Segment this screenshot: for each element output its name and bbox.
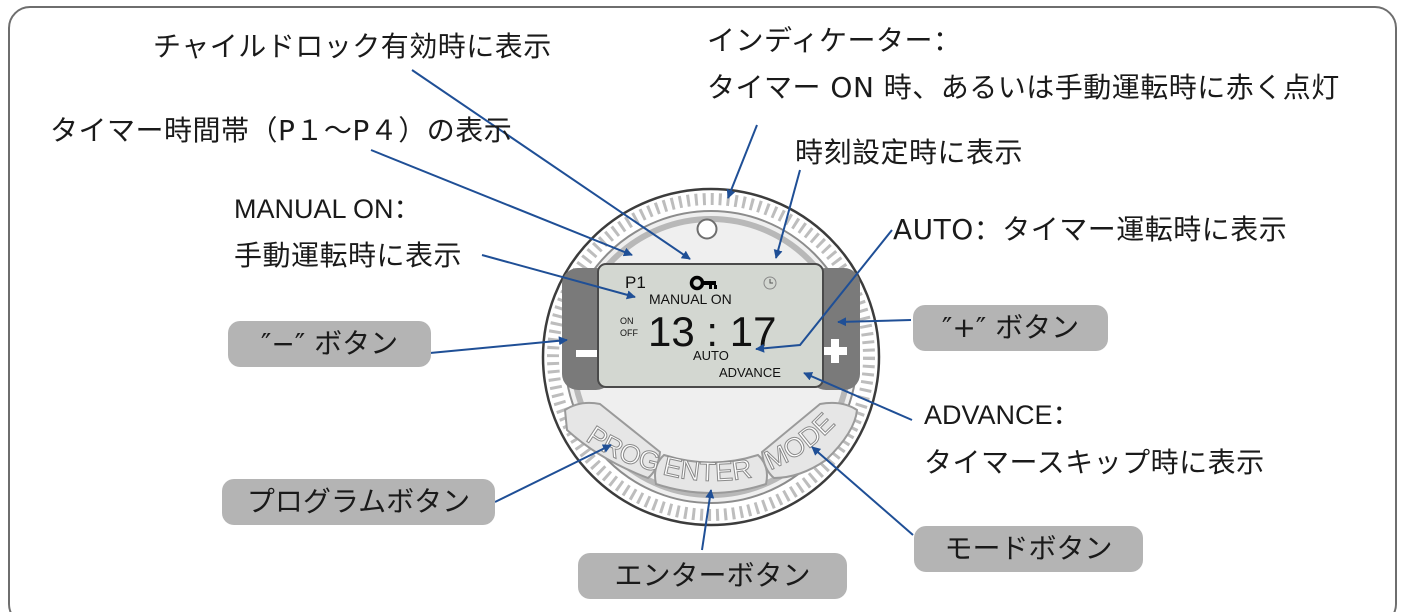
minus-button-label: ″−″ ボタン xyxy=(228,321,431,367)
lcd-key-icon xyxy=(689,275,717,291)
arrow-advance xyxy=(803,372,913,421)
timer-device: P1 MANUAL ON ON OFF 13 : 17 AUTO ADVANCE… xyxy=(541,187,881,527)
minus-symbol xyxy=(576,350,600,357)
lcd-period: P1 xyxy=(625,273,646,292)
mode-button-label: モードボタン xyxy=(914,526,1143,572)
arrow-program xyxy=(494,444,612,503)
leader-lines xyxy=(370,69,914,551)
label-manual-title: MANUAL ON： xyxy=(234,194,421,224)
lcd-auto: AUTO xyxy=(693,348,729,363)
arrow-timer-period xyxy=(370,149,633,257)
arrow-auto xyxy=(755,229,893,353)
program-button-label: プログラムボタン xyxy=(222,479,495,525)
indicator-led xyxy=(696,218,718,240)
lcd-time: 13 : 17 xyxy=(648,308,776,355)
arrow-enter xyxy=(701,489,715,551)
lcd-clock-icon xyxy=(763,276,777,290)
label-manual-desc: 手動運転時に表示 xyxy=(234,239,463,272)
plus-button-label: ″+″ ボタン xyxy=(913,305,1108,351)
arrow-childlock xyxy=(411,69,691,260)
lcd-manual-on: MANUAL ON xyxy=(649,291,732,307)
plus-symbol-v xyxy=(831,339,839,363)
arrow-minus xyxy=(429,336,568,354)
arrow-mode xyxy=(811,446,914,536)
arrow-plus xyxy=(837,317,912,327)
label-indicator-desc: タイマー ON 時、あるいは手動運転時に赤く点灯 xyxy=(707,71,1340,104)
arrow-indicator xyxy=(726,124,758,199)
label-childlock: チャイルドロック有効時に表示 xyxy=(153,30,552,63)
lcd-off: OFF xyxy=(620,328,638,338)
label-indicator-title: インディケーター： xyxy=(707,24,962,57)
arrow-clock-setting xyxy=(773,169,801,259)
label-advance-desc: タイマースキップ時に表示 xyxy=(924,446,1265,479)
arrow-manual-on xyxy=(481,254,636,300)
label-auto: AUTO：タイマー運転時に表示 xyxy=(893,213,1288,246)
enter-button-label: エンターボタン xyxy=(578,553,847,599)
label-clock-setting: 時刻設定時に表示 xyxy=(795,136,1024,169)
lcd-screen xyxy=(597,263,824,388)
enter-key-body[interactable] xyxy=(654,453,768,494)
label-timer-period: タイマー時間帯（P１〜P４）の表示 xyxy=(50,114,513,147)
lcd-on: ON xyxy=(620,316,634,326)
lcd-advance: ADVANCE xyxy=(719,365,781,380)
label-advance-title: ADVANCE： xyxy=(924,400,1080,430)
